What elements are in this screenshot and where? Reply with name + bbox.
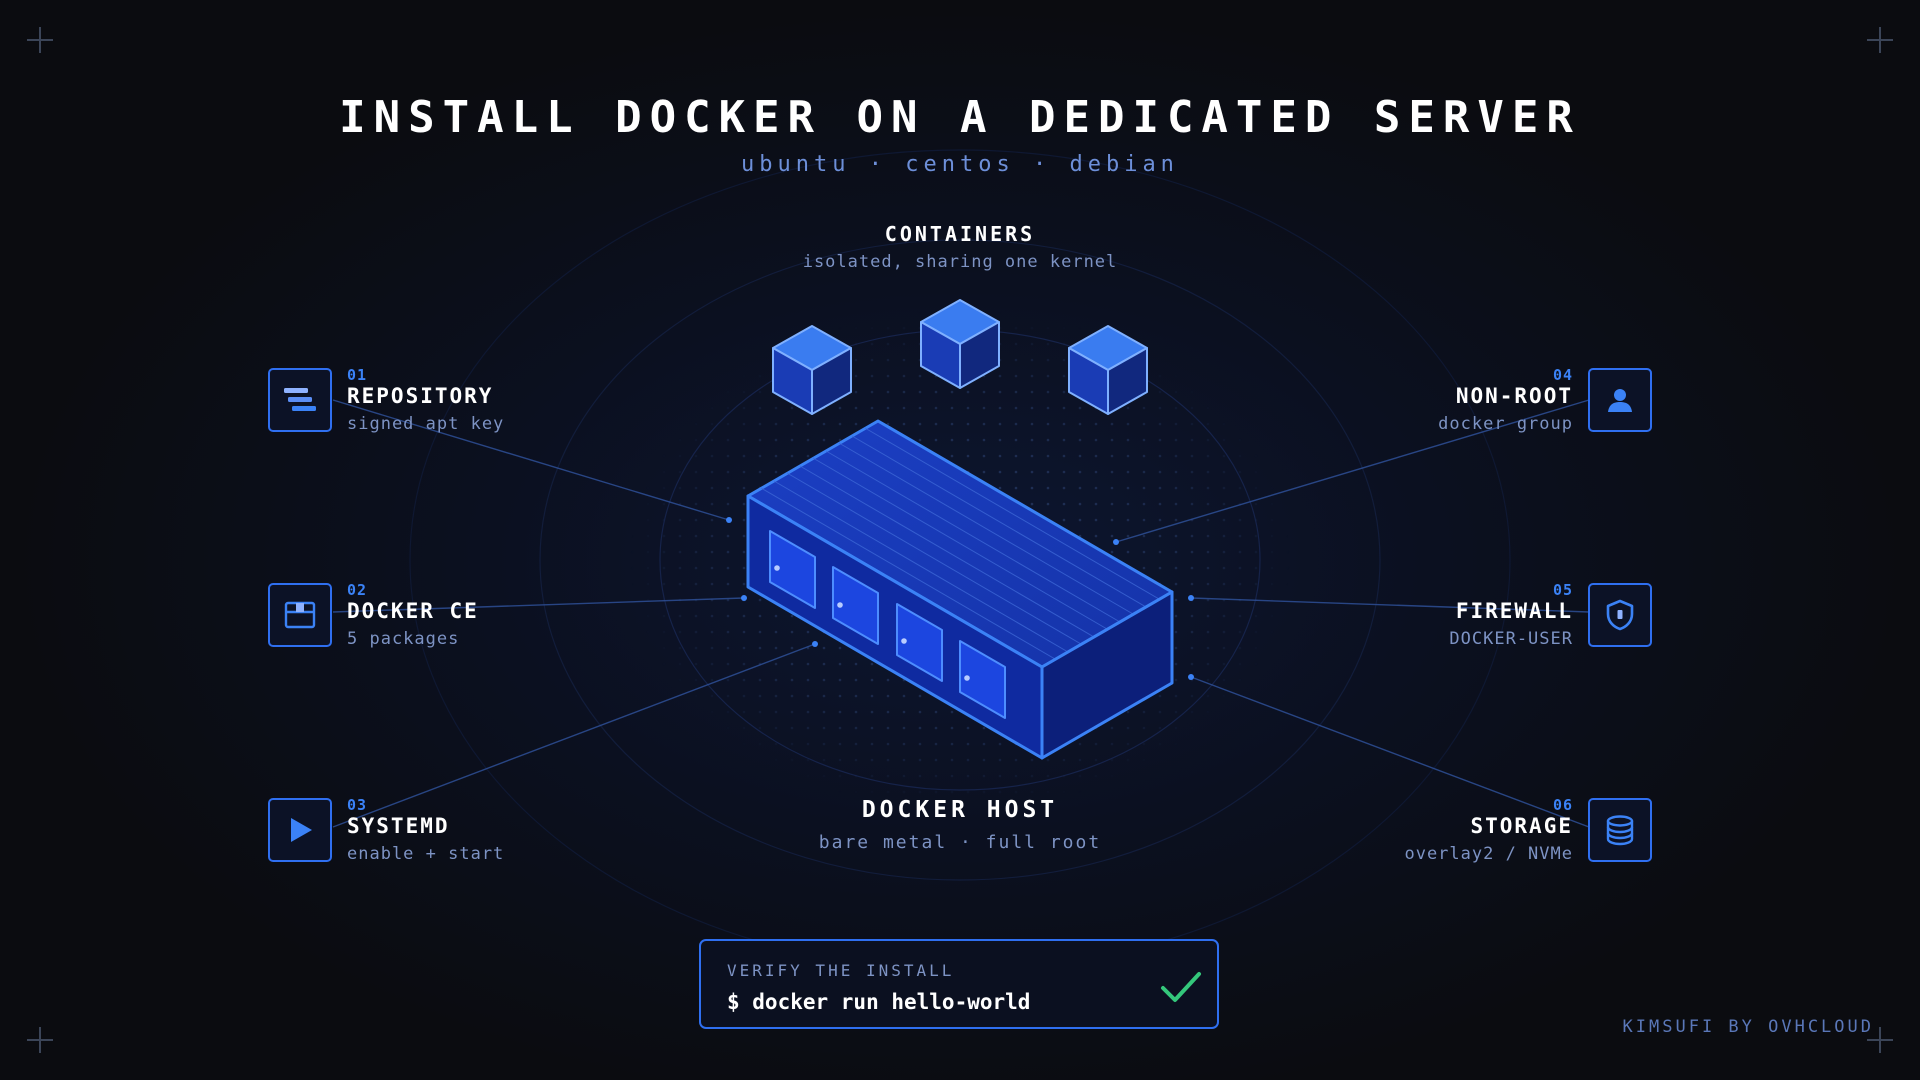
drive-bay-1 [769,530,816,609]
containers-title: CONTAINERS [884,222,1036,246]
corner-crosshair-top-right [1867,27,1893,53]
host-side-face [1040,590,1174,760]
verify-install-box: VERIFY THE INSTALL $ docker run hello-wo… [699,939,1219,1029]
feature-title: SYSTEMD [347,814,450,838]
connector-storage [1190,676,1590,828]
brand-footer: KIMSUFI BY OVHCLOUD [1622,1017,1874,1037]
page-subtitle: ubuntu · centos · debian [741,152,1179,177]
connector-systemd [332,643,816,828]
feature-storage: 06 STORAGE overlay2 / NVMe [1273,796,1573,864]
feature-number: 05 [1552,581,1573,599]
containers-subtitle: isolated, sharing one kernel [802,252,1118,272]
systemd-icon-box [268,798,332,862]
container-cube-1 [772,325,852,415]
play-icon [291,818,312,842]
repository-icon-box [268,368,332,432]
non-root-icon-box [1588,368,1652,432]
feature-subtitle: enable + start [347,844,505,864]
feature-repository: 01 REPOSITORY signed apt key [347,366,504,434]
feature-subtitle: signed apt key [347,414,505,434]
page-title: INSTALL DOCKER ON A DEDICATED SERVER [339,92,1581,143]
container-cube-2 [920,299,1000,389]
feature-firewall: 05 FIREWALL DOCKER-USER [1273,581,1573,649]
feature-subtitle: docker group [1438,414,1573,434]
feature-number: 06 [1552,796,1573,814]
user-icon [1608,389,1632,412]
connector-lines [332,399,1590,828]
container-cube-3 [1068,325,1148,415]
connector-repository [332,399,730,521]
docker-host-illustration [746,419,1174,760]
repository-stack-icon [284,388,316,411]
docker-host-title: DOCKER HOST [861,797,1059,823]
drive-bay-leds [774,565,970,681]
drive-bay-2 [832,566,879,645]
connector-non-root [1115,399,1590,543]
verify-command: $ docker run hello-world [727,990,1031,1014]
corner-crosshair-bottom-left [27,1027,53,1053]
host-drive-bays [769,530,1006,719]
feature-title: DOCKER CE [347,599,479,623]
feature-number: 03 [347,796,368,814]
docker-ce-icon-box [268,583,332,647]
feature-subtitle: overlay2 / NVMe [1404,844,1573,864]
connector-endpoints [726,517,1194,680]
feature-number: 01 [347,366,368,384]
feature-title: REPOSITORY [347,384,494,408]
feature-title: NON-ROOT [1455,384,1573,408]
feature-non-root: 04 NON-ROOT docker group [1273,366,1573,434]
feature-docker-ce: 02 DOCKER CE 5 packages [347,581,479,649]
feature-number: 04 [1552,366,1573,384]
checkmark-icon [1161,972,1201,1002]
corner-crosshair-top-left [27,27,53,53]
feature-systemd: 03 SYSTEMD enable + start [347,796,504,864]
connector-docker-ce [332,597,745,613]
drive-bay-3 [896,603,943,682]
shield-icon [1606,599,1634,631]
verify-label: VERIFY THE INSTALL [727,961,955,980]
connector-firewall [1190,597,1590,613]
feature-title: FIREWALL [1455,599,1573,623]
feature-title: STORAGE [1470,814,1573,838]
feature-subtitle: 5 packages [347,629,460,649]
storage-icon-box [1588,798,1652,862]
docker-host-subtitle: bare metal · full root [818,832,1102,853]
package-box-icon [284,601,316,629]
corner-crosshair-bottom-right [1867,1027,1893,1053]
drive-bay-4 [959,640,1006,719]
feature-number: 02 [347,581,368,599]
firewall-icon-box [1588,583,1652,647]
feature-subtitle: DOCKER-USER [1449,629,1573,649]
host-top-ridges [760,427,1160,660]
database-icon [1606,815,1634,846]
